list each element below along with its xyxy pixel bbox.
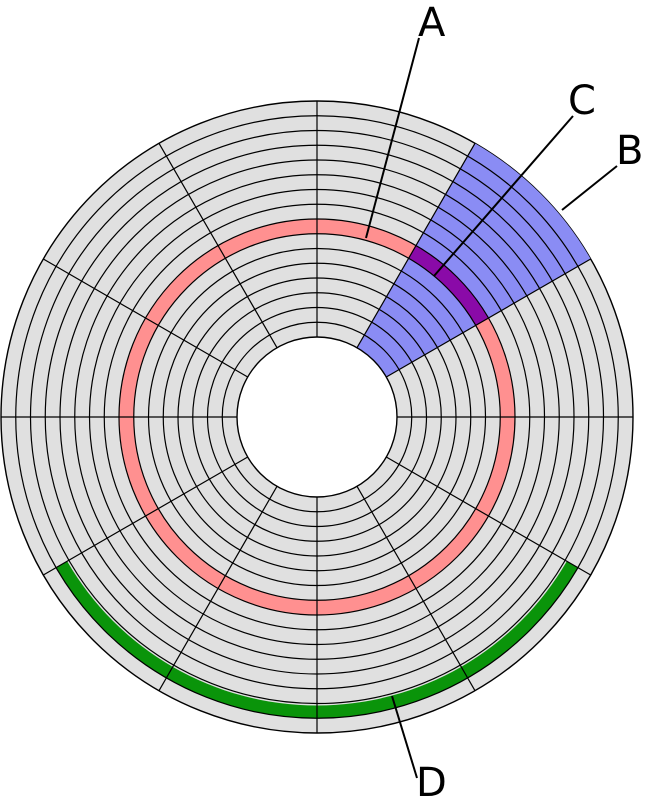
sector-line [356, 143, 476, 349]
track-sector-highlight [408, 245, 489, 326]
label-c: C [568, 78, 596, 124]
sector-line [385, 258, 591, 378]
callout-line-c [433, 115, 574, 277]
label-b: B [616, 128, 643, 174]
grid-layer [1, 101, 633, 733]
sector-line [158, 143, 278, 349]
label-a: A [418, 0, 446, 46]
cluster-highlight [56, 561, 578, 719]
sector-line [356, 485, 476, 691]
sector-line [43, 456, 249, 576]
callout-line-d [391, 695, 418, 779]
label-d: D [416, 760, 447, 800]
callout-line-a [365, 37, 420, 239]
sector-line [43, 258, 249, 378]
callout-line-b [561, 165, 618, 211]
sector-line [158, 485, 278, 691]
sector-line [385, 456, 591, 576]
spindle-hole [236, 336, 398, 498]
